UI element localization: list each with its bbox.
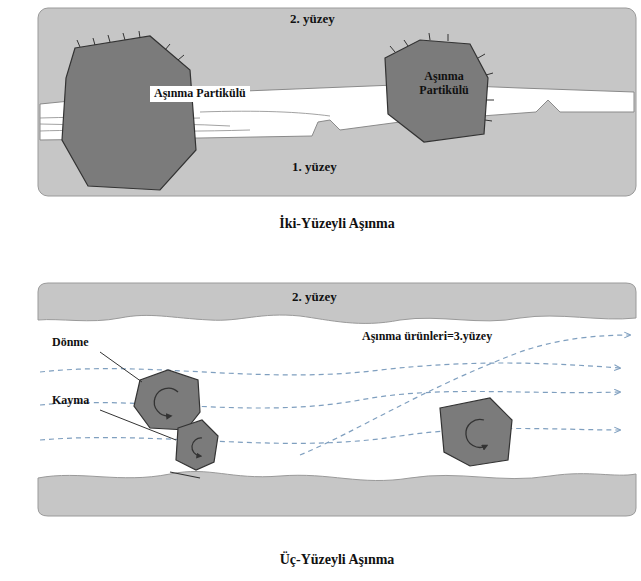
upper-surface xyxy=(38,283,636,323)
wear-particle xyxy=(62,36,196,190)
leader-line xyxy=(100,352,142,382)
motion-label: Kayma xyxy=(52,394,89,408)
caption: İki-Yüzeyli Aşınma xyxy=(279,216,395,232)
wear-particle xyxy=(385,40,488,142)
surface-label: 2. yüzey xyxy=(290,12,335,27)
part-label: Aşınma Partikülü xyxy=(412,70,476,98)
leader-line xyxy=(100,410,176,440)
flow-lines xyxy=(40,335,630,455)
surface-label: 1. yüzey xyxy=(292,160,337,175)
two-body-panel xyxy=(38,8,636,196)
lower-surface xyxy=(38,471,636,516)
particle-edges xyxy=(390,33,494,121)
rotation-arrow xyxy=(192,438,202,456)
motion-label: Dönme xyxy=(52,336,89,350)
surface-label: 2. yüzey xyxy=(292,290,337,305)
region-label: Aşınma ürünleri=3.yüzey xyxy=(362,330,492,344)
wear-product xyxy=(134,370,200,430)
caption: Üç-Yüzeyli Aşınma xyxy=(280,552,395,568)
wear-product xyxy=(176,420,218,470)
particle-edges xyxy=(77,31,184,60)
part-label: Aşınma Partikülü xyxy=(150,86,250,102)
rotation-arrow xyxy=(466,419,486,447)
three-body-panel xyxy=(38,283,636,516)
rotation-arrow xyxy=(154,388,178,416)
slide-mark xyxy=(170,472,200,478)
wear-product xyxy=(440,398,512,466)
